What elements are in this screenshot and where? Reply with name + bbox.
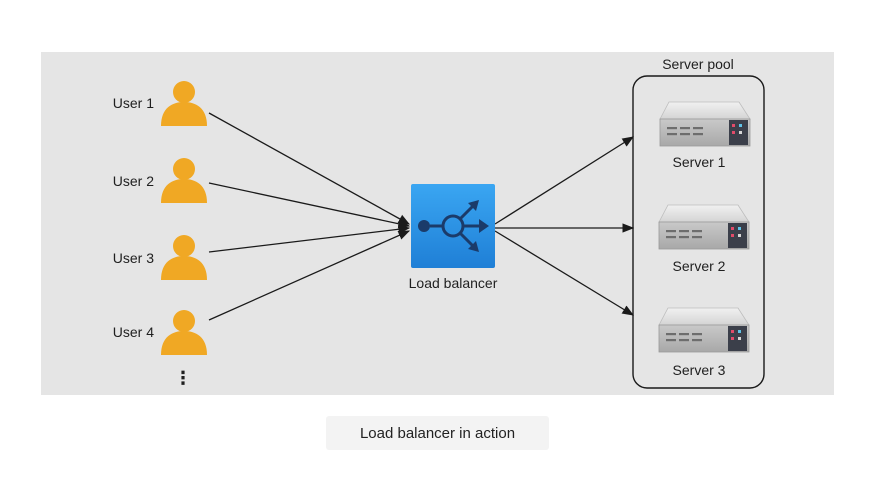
user-2: User 2 — [113, 158, 207, 203]
server-pool-border — [632, 75, 765, 389]
figure-caption-text: Load balancer in action — [359, 424, 516, 442]
arrow-lb-to-server3 — [494, 230, 634, 316]
server-2-label: Server 2 — [673, 258, 726, 274]
user-2-label: User 2 — [113, 173, 154, 189]
user-1: User 1 — [113, 81, 207, 126]
server-pool-title: Server pool — [662, 56, 734, 72]
user-1-label: User 1 — [113, 95, 154, 111]
user-icon — [161, 310, 207, 355]
server-2: Server 2 — [658, 204, 750, 274]
load-balancer: Load balancer — [409, 184, 498, 291]
user-3-label: User 3 — [113, 250, 154, 266]
more-users-ellipsis: ⋮ — [174, 368, 192, 389]
user-4-label: User 4 — [113, 324, 154, 340]
load-balancer-label: Load balancer — [409, 275, 498, 291]
load-balancer-icon — [411, 184, 495, 268]
user-icon — [161, 81, 207, 126]
server-3: Server 3 — [658, 307, 750, 378]
user-connections — [208, 112, 411, 321]
arrow-lb-to-server1 — [494, 136, 634, 225]
arrow-user1-to-lb — [208, 112, 411, 225]
server-icon — [659, 101, 751, 147]
figure-caption: Load balancer in action — [326, 416, 549, 450]
arrow-user4-to-lb — [208, 230, 411, 321]
server-1-label: Server 1 — [673, 154, 726, 170]
server-icon — [658, 307, 750, 353]
user-4: User 4 — [113, 310, 207, 355]
arrow-user3-to-lb — [208, 224, 411, 253]
server-pool: Server pool Server 1 Server 2 Server 3 — [632, 56, 765, 389]
server-1: Server 1 — [659, 101, 751, 170]
server-icon — [658, 204, 750, 250]
user-3: User 3 — [113, 235, 207, 280]
server-3-label: Server 3 — [673, 362, 726, 378]
user-icon — [161, 235, 207, 280]
server-connections — [494, 136, 635, 316]
arrow-user2-to-lb — [208, 182, 411, 229]
user-icon — [161, 158, 207, 203]
